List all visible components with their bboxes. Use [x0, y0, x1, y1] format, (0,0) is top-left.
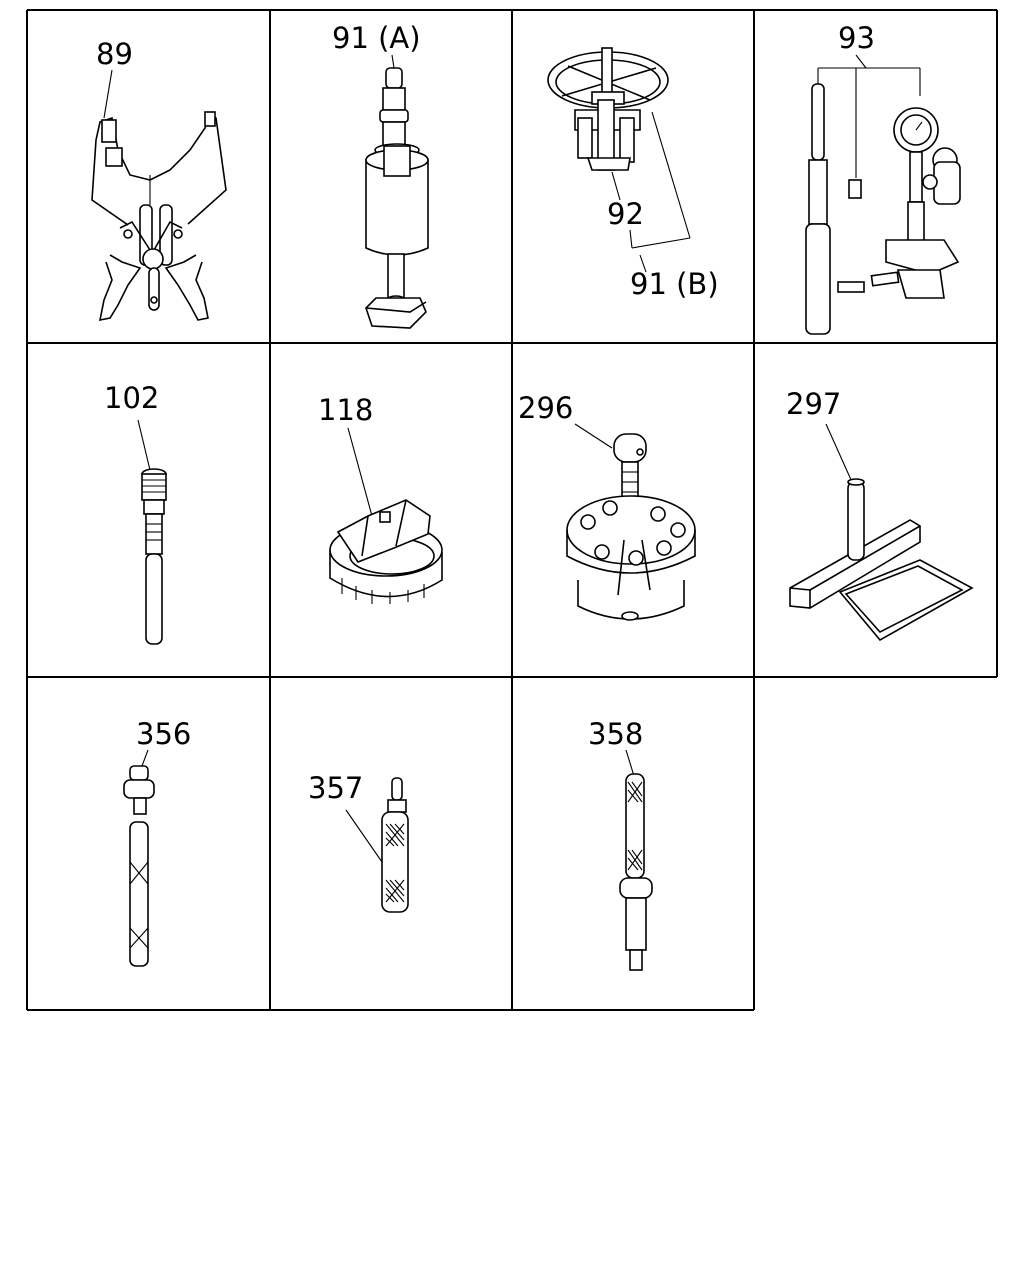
cell-296: 296: [518, 391, 696, 621]
cell-297: 297: [786, 387, 974, 642]
part-label-89: 89: [96, 37, 133, 71]
part-label-102: 102: [104, 381, 159, 415]
part-label-92: 92: [607, 197, 644, 231]
filter-wrench-drawing: [329, 427, 443, 604]
part-label-356: 356: [136, 717, 191, 751]
slide-hammer-drawing: [365, 54, 429, 329]
wheel-puller-drawing: [547, 47, 691, 273]
part-label-358: 358: [588, 717, 643, 751]
nozzle-tester-drawing: [805, 54, 961, 335]
puller-tool-drawing: [91, 69, 227, 322]
bearing-puller-drawing: [566, 423, 696, 621]
cell-93: 93: [805, 21, 961, 335]
cell-89: 89: [91, 37, 227, 322]
cell-91a: 91 (A): [332, 21, 429, 329]
cell-92-91b: 92 91 (B): [547, 47, 719, 301]
drift-tool-356-drawing: [123, 749, 155, 967]
cell-358: 358: [588, 717, 653, 971]
grid-lines: [26, 9, 998, 1011]
cell-102: 102: [104, 381, 167, 645]
part-label-93: 93: [838, 21, 875, 55]
drift-tool-357-drawing: [345, 777, 409, 913]
cell-356: 356: [123, 717, 191, 967]
adapter-drawing: [137, 419, 167, 645]
part-label-297: 297: [786, 387, 841, 421]
part-label-296: 296: [518, 391, 573, 425]
cell-118: 118: [318, 393, 443, 604]
cell-357: 357: [308, 771, 409, 913]
part-label-91b: 91 (B): [630, 267, 719, 301]
part-label-118: 118: [318, 393, 373, 427]
part-label-357: 357: [308, 771, 363, 805]
installer-drawing: [789, 423, 974, 642]
part-label-91a: 91 (A): [332, 21, 421, 55]
drift-tool-358-drawing: [619, 749, 653, 971]
